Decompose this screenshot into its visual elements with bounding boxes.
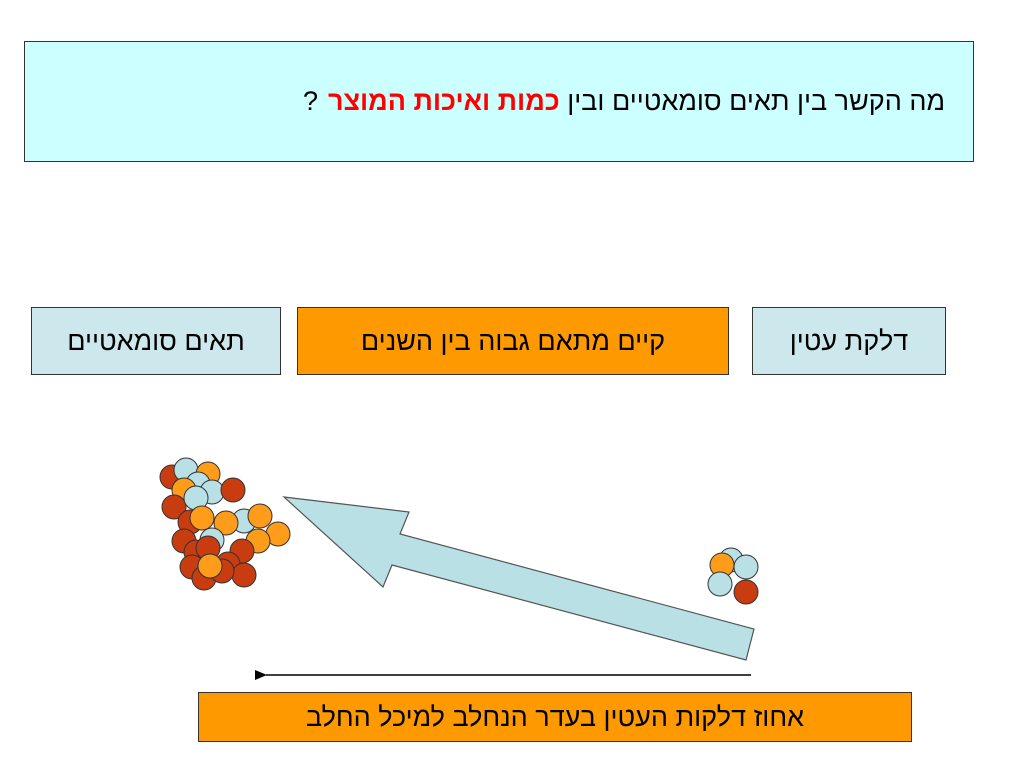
cell-circle [161, 494, 187, 520]
title-text: מה הקשר בין תאים סומאטיים ובין [567, 86, 945, 116]
cell-circle [213, 510, 239, 536]
somatic-cells-label-box: תאים סומאטיים [31, 307, 281, 375]
somatic-cells-label: תאים סומאטיים [67, 325, 245, 356]
cell-circle [733, 579, 759, 605]
footer-label-box: אחוז דלקות העטין בעדר הנחלב למיכל החלב [198, 692, 912, 742]
question-title-box: מה הקשר בין תאים סומאטיים ובין כמות ואיכ… [24, 41, 974, 162]
cell-circle [247, 503, 273, 529]
correlation-label-box: קיים מתאם גבוה בין השנים [297, 307, 729, 375]
cell-circle [197, 553, 223, 579]
mastitis-label: דלקת עטין [789, 325, 909, 356]
correlation-label: קיים מתאם גבוה בין השנים [360, 325, 666, 356]
title-highlight-text: כמות ואיכות המוצר [328, 86, 560, 116]
title-question-mark: ? [303, 86, 319, 116]
large-block-arrow [282, 496, 755, 661]
cell-circle [189, 505, 215, 531]
large-cell-cluster [159, 457, 291, 591]
footer-label: אחוז דלקות העטין בעדר הנחלב למיכל החלב [305, 701, 805, 732]
cell-circle [733, 554, 759, 580]
small-cell-cluster [707, 547, 759, 605]
mastitis-label-box: דלקת עטין [752, 307, 946, 375]
cell-circle [707, 571, 733, 597]
cell-circle [220, 477, 246, 503]
cell-circle [231, 562, 257, 588]
